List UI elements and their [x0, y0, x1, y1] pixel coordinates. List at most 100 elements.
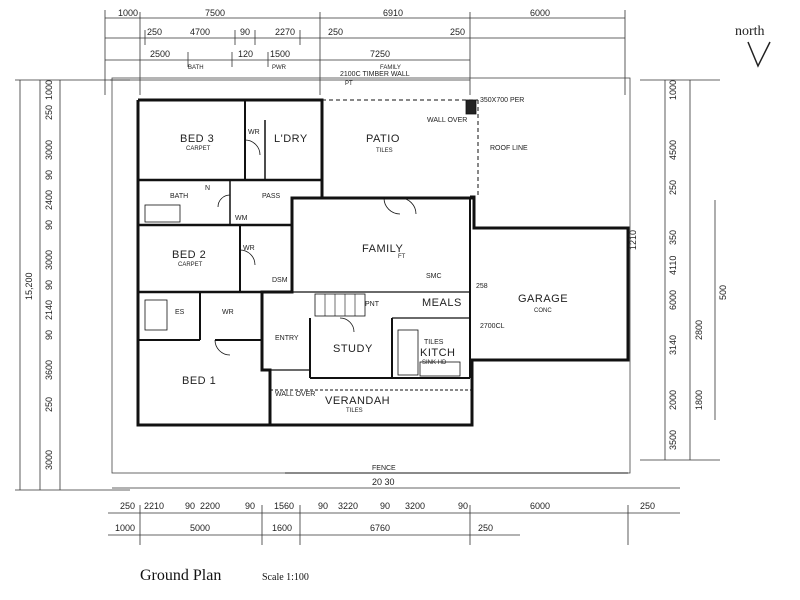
dim-left-8: 90 [44, 280, 54, 290]
dim-top-4: 6000 [530, 8, 550, 18]
dim-left-13: 3000 [44, 450, 54, 470]
room-patio-finish: TILES [376, 148, 393, 154]
dim-top2-6: 250 [450, 27, 465, 37]
top-dimension-lines [104, 10, 626, 95]
room-meals: MEALS [422, 297, 462, 309]
dim-left-1: 1000 [44, 80, 54, 100]
note-roof-line: ROOF LINE [490, 145, 528, 152]
room-bed-2-finish: CARPET [178, 262, 203, 268]
room-kitchen-sub: SINK HD [422, 360, 447, 366]
dim-bottom-9: 90 [380, 501, 390, 511]
dim-top3-sub-3: PWR [272, 65, 287, 71]
dim-right-6: 6000 [668, 290, 678, 310]
dim-bottom2-4: 6760 [370, 523, 390, 533]
room-bed-3-finish: CARPET [186, 146, 211, 152]
room-bath: BATH [170, 193, 188, 200]
dim-left-2: 250 [44, 105, 54, 120]
north-label: north [735, 24, 765, 39]
dim-top2-4: 2270 [275, 27, 295, 37]
dim-bottom2-2: 5000 [190, 523, 210, 533]
room-bed-1: BED 1 [182, 375, 216, 387]
dim-left-6: 90 [44, 220, 54, 230]
dim-top2-5: 250 [328, 27, 343, 37]
dim-right-1: 1000 [668, 80, 678, 100]
note-smc: SMC [426, 273, 442, 280]
room-pantry: PNT [365, 301, 380, 308]
dim-bottom-4: 2200 [200, 501, 220, 511]
note-cupboard: 2700CL [480, 323, 505, 330]
dim-bottom-12: 6000 [530, 501, 550, 511]
room-study: STUDY [333, 343, 373, 355]
left-dimension-lines [15, 79, 130, 491]
note-fence-top: 2100C TIMBER WALL [340, 71, 410, 78]
dim-top3-sub-1: BATH [188, 65, 204, 71]
dim-bottom-5: 90 [245, 501, 255, 511]
room-bed-3: BED 3 [180, 133, 214, 145]
room-bed-2-wir: WR [243, 245, 255, 252]
room-bed-2: BED 2 [172, 249, 206, 261]
dim-left-7: 3000 [44, 250, 54, 270]
site-boundary [111, 77, 631, 474]
dim-top3-4: 7250 [370, 49, 390, 59]
dim-left-5: 2400 [44, 190, 54, 210]
note-wall-over-bed1: WALL OVER [275, 391, 315, 398]
room-wm: WM [235, 215, 248, 222]
dim-right-9: 3500 [668, 430, 678, 450]
room-entry: ENTRY [275, 335, 299, 342]
note-fence-sub: PT [345, 81, 353, 87]
dim-top3-3: 1500 [270, 49, 290, 59]
dim-top-2: 7500 [205, 8, 225, 18]
note-box: 350X700 PER [480, 97, 524, 104]
dim-right-b2: 2800 [694, 320, 704, 340]
dim-bottom-10: 3200 [405, 501, 425, 511]
dim-bottom-1: 250 [120, 501, 135, 511]
bottom-dimension-lines [108, 487, 680, 545]
caption-title: Ground Plan [140, 567, 221, 584]
dim-top-1: 1000 [118, 8, 138, 18]
note-dsm-num: 258 [476, 283, 488, 290]
dim-bottom-11: 90 [458, 501, 468, 511]
caption-scale: Scale 1:100 [262, 572, 309, 583]
dim-bottom2-5: 250 [478, 523, 493, 533]
room-family: FAMILY [362, 243, 403, 255]
dim-left-11: 3600 [44, 360, 54, 380]
room-ensuite: ES [175, 309, 185, 316]
dim-right-8: 2000 [668, 390, 678, 410]
label-fence: FENCE [372, 465, 396, 472]
dim-right-7: 3140 [668, 335, 678, 355]
dim-bottom2-3: 1600 [272, 523, 292, 533]
dim-bottom-total: 20 30 [372, 477, 395, 487]
dim-left-10: 90 [44, 330, 54, 340]
dim-right-b1: 1210 [628, 230, 638, 250]
dim-top-3: 6910 [383, 8, 403, 18]
dim-bottom-13: 250 [640, 501, 655, 511]
dim-bottom-6: 1560 [274, 501, 294, 511]
room-laundry: L'DRY [274, 133, 308, 145]
dim-top3-2: 120 [238, 49, 253, 59]
room-verandah-finish: TILES [346, 408, 363, 414]
room-verandah: VERANDAH [325, 395, 390, 407]
dim-left-4: 90 [44, 170, 54, 180]
room-garage-finish: CONC [534, 308, 552, 314]
dim-top3-1: 2500 [150, 49, 170, 59]
dim-top3-sub-4: FAMILY [380, 65, 401, 71]
dim-left-12: 250 [44, 397, 54, 412]
room-garage: GARAGE [518, 293, 568, 305]
dim-right-b3: 1800 [694, 390, 704, 410]
room-pass: PASS [262, 193, 280, 200]
room-bath-code: N [205, 185, 210, 192]
dim-right-b4: 500 [718, 285, 728, 300]
dim-right-3: 250 [668, 180, 678, 195]
room-patio: PATIO [366, 133, 400, 145]
right-dimension-lines [640, 79, 720, 461]
dim-top2-1: 250 [147, 27, 162, 37]
dim-right-4: 350 [668, 230, 678, 245]
room-bed-3-wir: WR [248, 129, 260, 136]
dim-bottom-2: 2210 [144, 501, 164, 511]
dim-bottom-8: 3220 [338, 501, 358, 511]
room-family-finish: FT [398, 254, 406, 260]
dim-bottom2-1: 1000 [115, 523, 135, 533]
dim-top2-2: 4700 [190, 27, 210, 37]
dim-left-3: 3000 [44, 140, 54, 160]
